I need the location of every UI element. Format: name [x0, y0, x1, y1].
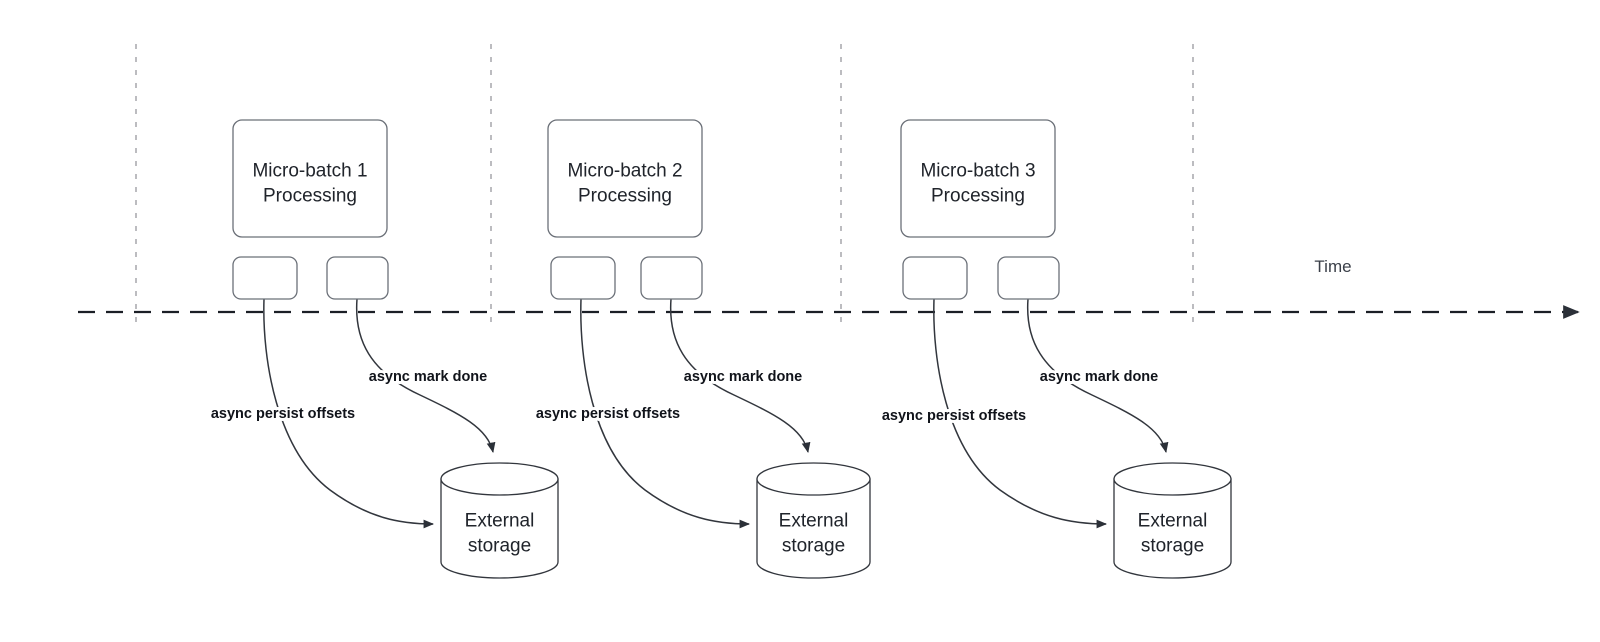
mark-done-edge-3-label: async mark done [1040, 369, 1158, 385]
mark-done-edge-1 [355, 298, 496, 454]
mark-done-edge-2-label: async mark done [684, 369, 802, 385]
persist-offsets-edge-2 [580, 298, 751, 529]
task-box-2b[interactable] [640, 256, 703, 300]
persist-offsets-edge-1-label: async persist offsets [211, 406, 355, 422]
time-axis-label: Time [1314, 257, 1351, 276]
micro-batch-box-2[interactable] [547, 119, 703, 238]
flow-edge-labels: async persist offsets async persist offse… [208, 366, 1161, 427]
micro-batch-label-line2-1: Processing [263, 186, 357, 207]
storage-label-line1-2: External [779, 511, 849, 532]
micro-batch-label-line2-3: Processing [931, 186, 1025, 207]
task-box-1a[interactable] [232, 256, 298, 300]
micro-batch-label-line1-3: Micro-batch 3 [920, 161, 1035, 182]
storage-label-line1-3: External [1138, 511, 1208, 532]
flow-edges [263, 298, 1169, 529]
micro-batch-node-1[interactable]: Micro-batch 1 Processing [232, 119, 388, 238]
cylinder-body-3 [1113, 478, 1232, 579]
task-box-1b[interactable] [326, 256, 389, 300]
cylinder-top-ellipse-2 [756, 462, 871, 496]
storage-label-line2-3: storage [1141, 536, 1204, 557]
micro-batch-node-2[interactable]: Micro-batch 2 Processing [547, 119, 703, 238]
mark-done-edge-3 [1026, 298, 1169, 454]
task-box-3b[interactable] [997, 256, 1060, 300]
cylinder-body-2 [756, 478, 871, 579]
persist-offsets-edge-1 [263, 298, 435, 529]
task-box-2a[interactable] [550, 256, 616, 300]
micro-batch-box-1[interactable] [232, 119, 388, 238]
storage-label-line1-1: External [465, 511, 535, 532]
micro-batch-label-line2-2: Processing [578, 186, 672, 207]
persist-offsets-edge-2-label: async persist offsets [536, 406, 680, 422]
persist-offsets-edge-3 [933, 298, 1108, 529]
mark-done-edge-1-label: async mark done [369, 369, 487, 385]
storage-label-line2-1: storage [468, 536, 531, 557]
external-storage-node-3[interactable]: External storage [1113, 462, 1232, 579]
micro-batch-label-line1-2: Micro-batch 2 [567, 161, 682, 182]
task-box-3a[interactable] [902, 256, 968, 300]
micro-batch-box-3[interactable] [900, 119, 1056, 238]
mark-done-edge-2 [669, 298, 811, 454]
persist-offsets-edge-3-label-halo: async persist offsets [882, 408, 1026, 424]
cylinder-top-ellipse-3 [1113, 462, 1232, 496]
persist-offsets-edge-2-label-halo: async persist offsets [536, 406, 680, 422]
mark-done-edge-3-label-halo: async mark done [1040, 369, 1158, 385]
external-storage-node-1[interactable]: External storage [440, 462, 559, 579]
mark-done-edge-1-label-halo: async mark done [369, 369, 487, 385]
cylinder-top-ellipse-1 [440, 462, 559, 496]
storage-label-line2-2: storage [782, 536, 845, 557]
persist-offsets-edge-3-label: async persist offsets [882, 408, 1026, 424]
cylinder-body-1 [440, 478, 559, 579]
micro-batch-label-line1-1: Micro-batch 1 [252, 161, 367, 182]
persist-offsets-edge-1-label-halo: async persist offsets [211, 406, 355, 422]
mark-done-edge-2-label-halo: async mark done [684, 369, 802, 385]
micro-batch-node-3[interactable]: Micro-batch 3 Processing [900, 119, 1056, 238]
external-storage-node-2[interactable]: External storage [756, 462, 871, 579]
timeline-tick-lines [135, 44, 1194, 327]
